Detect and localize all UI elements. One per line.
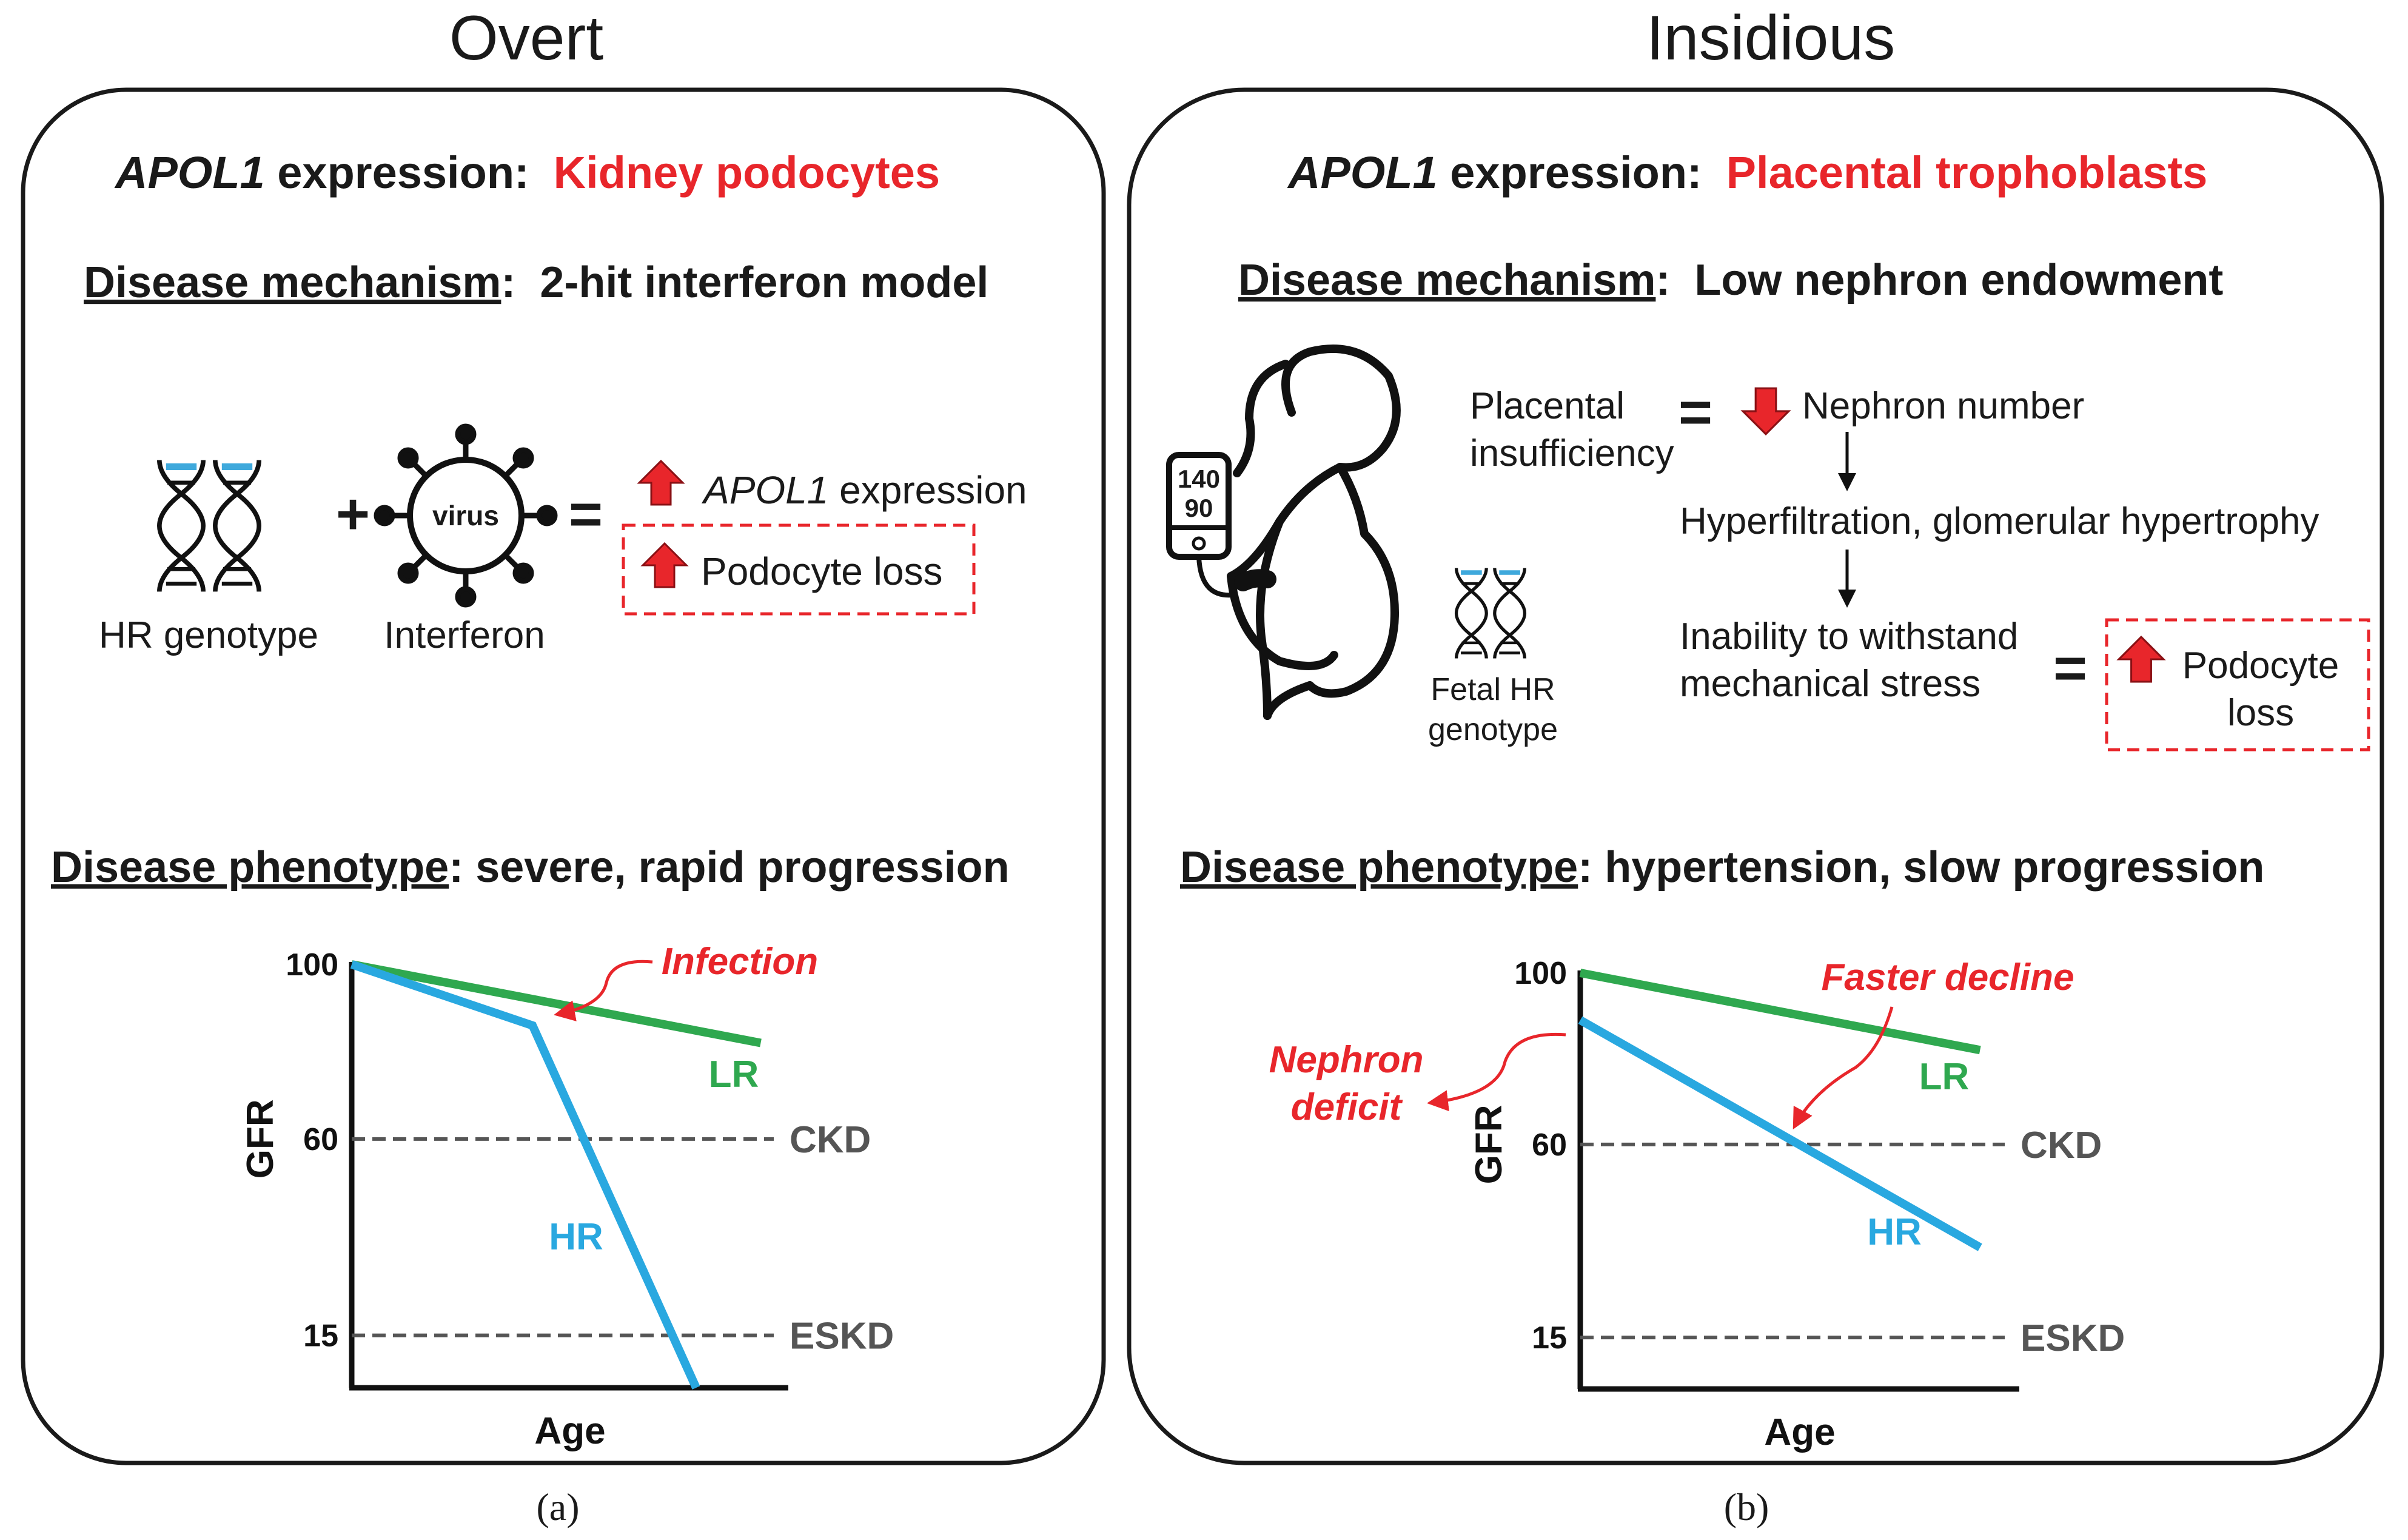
- threshold-label-ckd: CKD: [790, 1119, 871, 1161]
- phenotype-value: : severe, rapid progression: [449, 843, 1009, 892]
- y-tick-label: 60: [303, 1122, 338, 1157]
- annotation-arrow: [1427, 1032, 1566, 1112]
- annotation-label: Infection: [662, 941, 818, 983]
- mechanism-value: 2-hit interferon model: [540, 258, 988, 307]
- panel-a-caption: (a): [536, 1485, 579, 1528]
- y-tick-label: 15: [1532, 1320, 1567, 1356]
- threshold-label-eskd: ESKD: [2021, 1317, 2125, 1359]
- equals-sign: =: [569, 482, 603, 546]
- annotation-label: Faster decline: [1822, 957, 2074, 998]
- equals-sign: =: [2053, 636, 2087, 701]
- dna-icon: [1457, 568, 1525, 659]
- y-axis-label: GFR: [240, 1099, 281, 1179]
- apol1-gene-name: APOL1: [1287, 147, 1438, 198]
- podocyte-loss-label: Podocyte loss: [701, 550, 942, 593]
- plus-sign: +: [336, 482, 370, 546]
- panel-a-frame: [21, 87, 1106, 1465]
- annotation-arrow: [1793, 1006, 1894, 1130]
- panel-a-mechanism-line: Disease mechanism:2-hit interferon model: [84, 258, 988, 307]
- series-label-lr: LR: [709, 1054, 759, 1095]
- series-line-hr: [1578, 1016, 1982, 1251]
- panel-a: Overt APOL1 expression:Kidney podocytes …: [21, 3, 1106, 1528]
- panel-b-expression-line: APOL1 expression: Placental trophoblasts: [1287, 147, 2207, 198]
- down-arrow-icon: [1742, 387, 1790, 435]
- equals-sign: =: [1679, 380, 1712, 445]
- podocyte-loss-box: [622, 523, 976, 616]
- series-label-lr: LR: [1919, 1056, 1970, 1098]
- up-arrow-icon: [2118, 636, 2165, 683]
- placental-line2: insufficiency: [1470, 432, 1674, 474]
- virus-icon: [374, 423, 558, 608]
- annotation-arrow: [554, 960, 653, 1021]
- panel-b-mechanism-line: Disease mechanism:Low nephron endowment: [1238, 256, 2223, 304]
- series-line-lr: [1579, 969, 1981, 1055]
- phenotype-label: Disease phenotype: [1180, 843, 1578, 892]
- hr-genotype-label: HR genotype: [99, 614, 318, 656]
- series-label-hr: HR: [549, 1216, 603, 1258]
- panel-b-frame: [1127, 87, 2384, 1465]
- up-arrow-icon: [642, 542, 688, 588]
- podocyte-loss-line1: Podocyte: [2182, 645, 2339, 687]
- hyperfiltration-label: Hyperfiltration, glomerular hypertrophy: [1680, 500, 2319, 542]
- panel-b: Insidious APOL1 expression: Placental tro…: [1127, 3, 2384, 1528]
- panel-b-heading: Insidious: [1646, 3, 1895, 73]
- bp-diastolic: 90: [1185, 494, 1213, 522]
- panel-a-heading: Overt: [449, 3, 603, 73]
- phenotype-value: : hypertension, slow progression: [1578, 843, 2264, 892]
- y-tick-label: 100: [1514, 956, 1567, 991]
- panel-b-phenotype-line: Disease phenotype: hypertension, slow pr…: [1180, 843, 2264, 892]
- up-arrow-icon: [638, 460, 684, 506]
- virus-label: virus: [432, 500, 499, 531]
- threshold-label-eskd: ESKD: [790, 1316, 894, 1357]
- panel-a-expression-line: APOL1 expression: Kidney podocytes: [114, 147, 940, 198]
- result-expression: APOL1 expression: [701, 468, 1027, 512]
- interferon-label: Interferon: [384, 614, 545, 656]
- expression-label: expression:: [265, 147, 529, 198]
- expression-site: Kidney podocytes: [554, 147, 940, 198]
- mechanism-label: Disease mechanism: [1238, 256, 1655, 304]
- dna-icon: [159, 460, 259, 592]
- annotation-label: Nephron: [1269, 1039, 1424, 1081]
- expression-label: expression:: [1438, 147, 1702, 198]
- nephron-number-label: Nephron number: [1802, 385, 2084, 427]
- mechanism-value: Low nephron endowment: [1694, 256, 2223, 304]
- pregnant-woman-icon: [1227, 345, 1401, 720]
- podocyte-loss-box: [2105, 618, 2370, 752]
- blood-pressure-monitor-icon: [1166, 452, 1238, 598]
- panel-a-phenotype-line: Disease phenotype: severe, rapid progres…: [51, 843, 1010, 892]
- panel-b-caption: (b): [1724, 1485, 1769, 1528]
- y-tick-label: 60: [1532, 1128, 1567, 1163]
- podocyte-loss-line2: loss: [2227, 692, 2294, 734]
- fetal-genotype-line1: Fetal HR: [1430, 672, 1555, 707]
- y-tick-label: 15: [303, 1319, 338, 1354]
- bp-systolic: 140: [1178, 465, 1220, 493]
- y-tick-label: 100: [286, 947, 338, 983]
- placental-line1: Placental: [1470, 385, 1625, 427]
- expression-site: Placental trophoblasts: [1726, 147, 2208, 198]
- x-axis-label: Age: [1764, 1411, 1835, 1453]
- series-line-hr: [350, 960, 700, 1390]
- result-expression-label: expression: [828, 468, 1027, 512]
- apol1-gene-name: APOL1: [114, 147, 265, 198]
- fetal-genotype-line2: genotype: [1428, 712, 1558, 747]
- inability-line1: Inability to withstand: [1680, 616, 2018, 657]
- x-axis-label: Age: [534, 1410, 605, 1452]
- phenotype-label: Disease phenotype: [51, 843, 449, 892]
- inability-line2: mechanical stress: [1680, 663, 1980, 705]
- y-axis-label: GFR: [1468, 1105, 1510, 1184]
- result-apol1-name: APOL1: [701, 468, 828, 512]
- annotation-label: deficit: [1291, 1086, 1403, 1128]
- series-label-hr: HR: [1867, 1211, 1922, 1253]
- mechanism-label: Disease mechanism: [84, 258, 501, 307]
- threshold-label-ckd: CKD: [2021, 1125, 2102, 1166]
